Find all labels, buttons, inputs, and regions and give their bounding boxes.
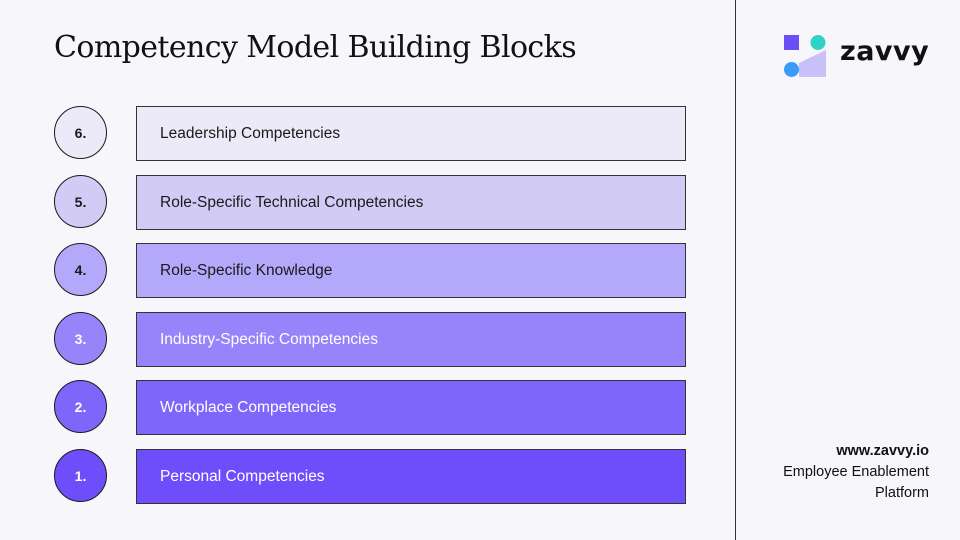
brand-footer: www.zavvy.io Employee Enablement Platfor… <box>729 441 929 504</box>
brand-name: zavvy <box>840 36 930 67</box>
website-link[interactable]: www.zavvy.io <box>836 443 929 459</box>
vertical-divider <box>735 0 736 540</box>
block-bar: Role-Specific Technical Competencies <box>136 175 686 230</box>
block-number: 4. <box>54 243 107 296</box>
block-number: 1. <box>54 449 107 502</box>
zavvy-logo-icon <box>784 35 826 77</box>
zavvy-logo: zavvy <box>783 34 943 78</box>
block-row: 4. Role-Specific Knowledge <box>54 243 686 299</box>
block-number: 2. <box>54 380 107 433</box>
block-bar: Leadership Competencies <box>136 106 686 161</box>
block-number: 3. <box>54 312 107 365</box>
block-row: 5. Role-Specific Technical Competencies <box>54 175 686 231</box>
block-bar: Role-Specific Knowledge <box>136 243 686 298</box>
page-title: Competency Model Building Blocks <box>54 30 577 65</box>
block-row: 3. Industry-Specific Competencies <box>54 312 686 368</box>
block-bar: Industry-Specific Competencies <box>136 312 686 367</box>
block-row: 1. Personal Competencies <box>54 449 686 505</box>
block-row: 2. Workplace Competencies <box>54 380 686 436</box>
block-bar: Personal Competencies <box>136 449 686 504</box>
block-number: 5. <box>54 175 107 228</box>
tagline-line-1: Employee Enablement <box>783 464 929 480</box>
block-row: 6. Leadership Competencies <box>54 106 686 162</box>
block-number: 6. <box>54 106 107 159</box>
block-bar: Workplace Competencies <box>136 380 686 435</box>
tagline-line-2: Platform <box>875 485 929 501</box>
